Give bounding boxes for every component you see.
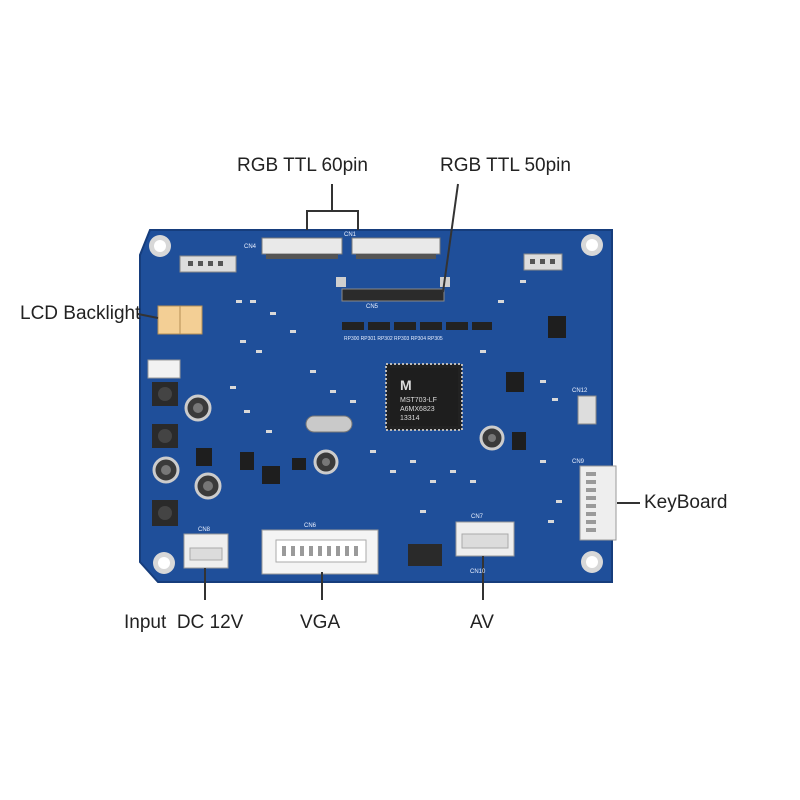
silk-cn6: CN6	[304, 523, 317, 529]
small-ic-mid	[506, 372, 524, 392]
capacitor-2	[152, 456, 180, 484]
label-av: AV	[470, 612, 494, 633]
label-input-dc: Input DC 12V	[124, 612, 244, 633]
chip-line1: MST703-LF	[400, 397, 437, 404]
label-rgb-ttl-50: RGB TTL 50pin	[440, 155, 571, 176]
capacitor-5	[479, 425, 505, 451]
regulator-4	[512, 432, 526, 450]
leader-rgb-60	[306, 210, 359, 230]
mount-hole-br	[581, 551, 603, 573]
inductor-2	[152, 424, 178, 448]
silk-cn4: CN4	[244, 244, 257, 250]
vga-connector	[261, 529, 379, 575]
chip-line2: A6MX6823	[400, 406, 435, 413]
capacitor-4	[313, 449, 339, 475]
chip-line3: 13314	[400, 415, 420, 422]
dc-input-connector	[183, 533, 229, 569]
small-ic-right	[548, 316, 566, 338]
keyboard-connector	[579, 465, 617, 541]
silk-cn1: CN1	[344, 232, 357, 238]
small-ic-left	[292, 458, 306, 470]
mount-hole-tl	[149, 235, 171, 257]
ttl-50pin-connector	[341, 288, 445, 302]
mount-hole-bl	[153, 552, 175, 574]
silk-cn9: CN9	[572, 459, 585, 465]
side-header	[577, 395, 597, 425]
capacitor-1	[184, 394, 212, 422]
smd-components	[230, 280, 562, 523]
leader-rgb-50	[442, 183, 459, 293]
chip-logo: M	[400, 377, 412, 393]
small-switch	[408, 544, 442, 566]
silk-cn8: CN8	[198, 527, 211, 533]
inductor-3	[152, 500, 178, 526]
leader-lines	[137, 183, 640, 600]
silk-cn12: CN12	[572, 388, 588, 394]
inductor-1	[152, 382, 178, 406]
mount-hole-tr	[581, 234, 603, 256]
label-keyboard: KeyBoard	[644, 492, 728, 513]
silk-cn5: CN5	[366, 304, 379, 310]
regulator-1	[196, 448, 212, 466]
crystal	[305, 415, 353, 433]
silk-cn7: CN7	[471, 514, 484, 520]
av-connector	[455, 521, 515, 557]
leader-backlight	[137, 313, 159, 319]
resistor-packs	[342, 322, 492, 330]
ffc-connector-left	[261, 237, 343, 255]
label-rgb-ttl-60: RGB TTL 60pin	[237, 155, 368, 176]
label-lcd-backlight: LCD Backlight	[20, 303, 141, 324]
main-chip	[385, 363, 463, 431]
ffc-connector-right	[351, 237, 441, 255]
regulator-2	[240, 452, 254, 470]
silk-cn10: CN10	[470, 569, 486, 575]
label-vga: VGA	[300, 612, 341, 633]
pcb-board	[139, 229, 613, 583]
capacitor-3	[194, 472, 222, 500]
regulator-3	[262, 466, 280, 484]
left-edge-part	[147, 359, 181, 379]
silk-rp-labels: RP300 RP301 RP302 RP303 RP304 RP305	[344, 336, 443, 342]
